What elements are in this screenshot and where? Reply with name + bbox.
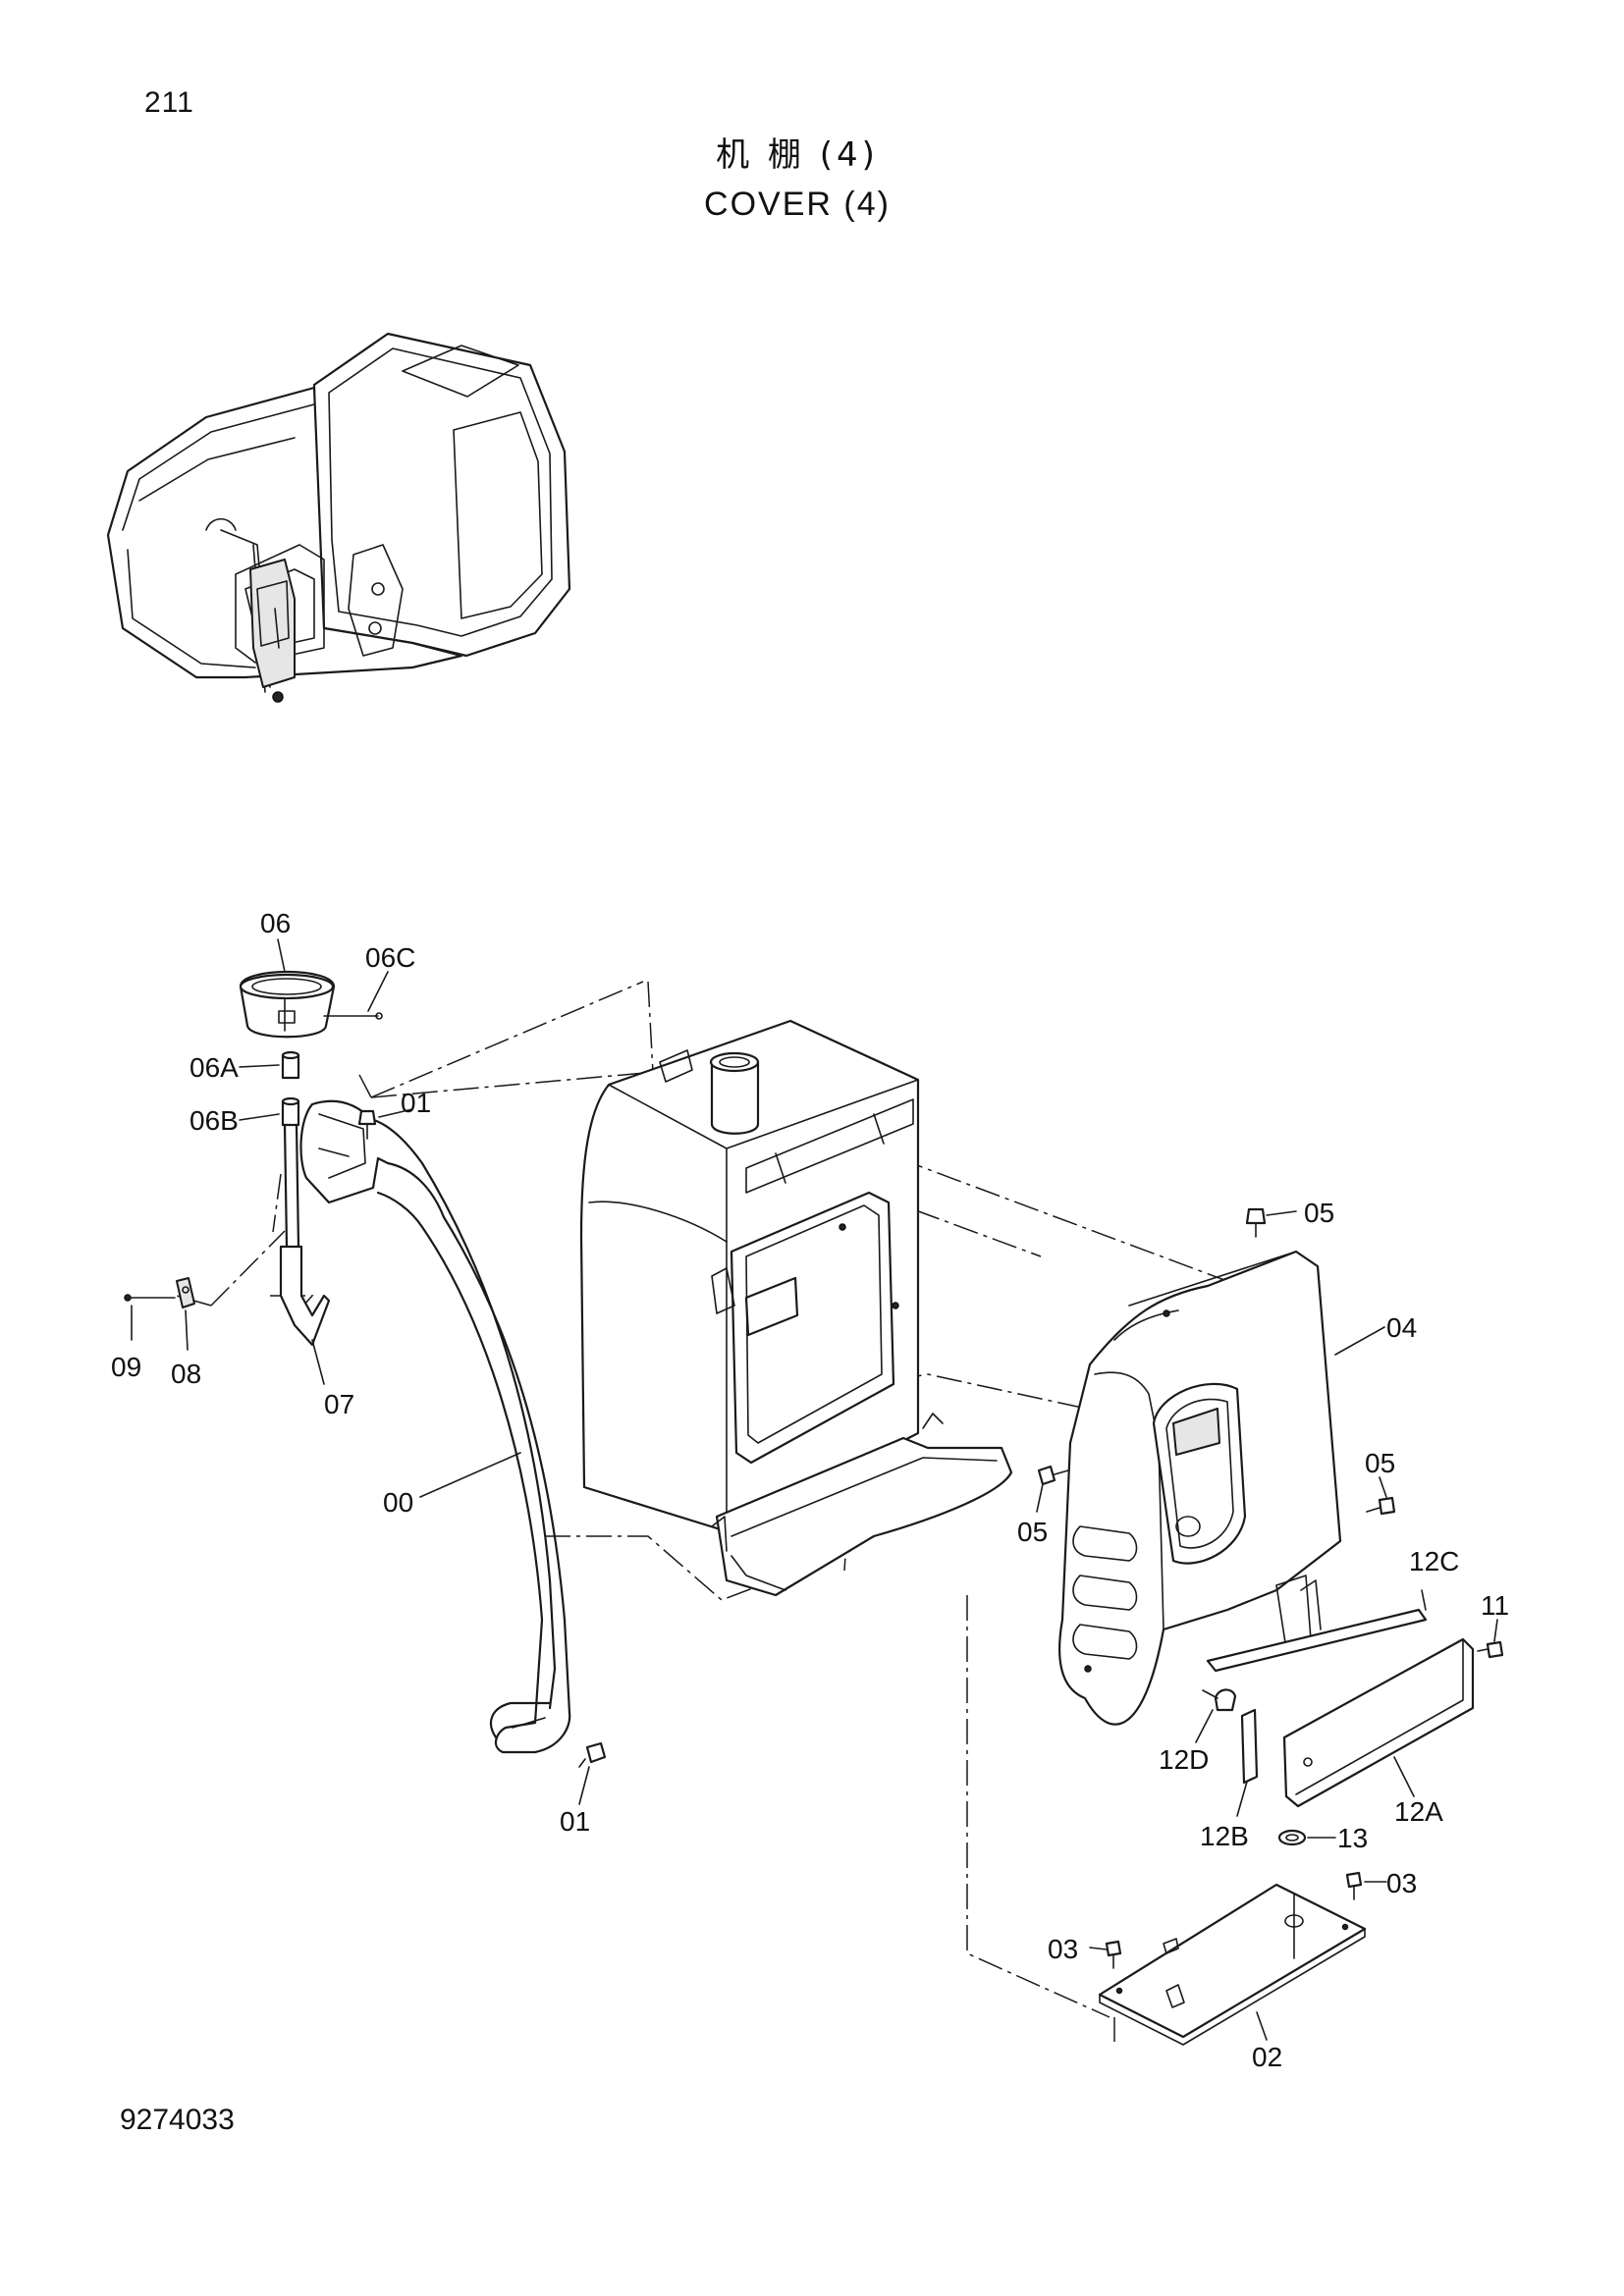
callout-leaders bbox=[131, 938, 1498, 2041]
callout-12A: 12A bbox=[1394, 1796, 1443, 1827]
document-number: 9274033 bbox=[120, 2104, 235, 2136]
bolt-05-left bbox=[1037, 1465, 1069, 1486]
callout-05-right: 05 bbox=[1365, 1448, 1395, 1478]
callout-06A: 06A bbox=[189, 1052, 239, 1083]
callout-01-bottom: 01 bbox=[560, 1806, 590, 1837]
callout-06: 06 bbox=[260, 908, 291, 938]
callout-12C: 12C bbox=[1409, 1546, 1459, 1576]
callout-05-top: 05 bbox=[1304, 1198, 1334, 1228]
part-07-hose bbox=[279, 1123, 331, 1347]
machine-overview-illustration bbox=[106, 332, 571, 703]
bolt-05-top bbox=[1245, 1207, 1267, 1238]
callout-labels: 06 06C 06A 06B 01 09 08 07 00 01 05 04 0… bbox=[111, 908, 1509, 2072]
part-06-filler-cap bbox=[239, 970, 383, 1127]
title-chinese: 机 棚 (4) bbox=[716, 135, 879, 175]
callout-13: 13 bbox=[1337, 1823, 1368, 1853]
callout-11: 11 bbox=[1481, 1590, 1509, 1621]
callout-02: 02 bbox=[1252, 2042, 1282, 2072]
callout-07: 07 bbox=[324, 1389, 354, 1419]
part-12B-strip bbox=[1240, 1708, 1259, 1785]
callout-03-left: 03 bbox=[1048, 1934, 1078, 1964]
callout-12B: 12B bbox=[1200, 1821, 1249, 1851]
callout-08: 08 bbox=[171, 1359, 201, 1389]
part-08-09-clip bbox=[124, 1277, 195, 1308]
callout-06B: 06B bbox=[189, 1105, 239, 1136]
page-number: 211 bbox=[144, 86, 194, 119]
part-13-grommet bbox=[1277, 1829, 1307, 1846]
callout-00: 00 bbox=[383, 1487, 413, 1518]
callout-12D: 12D bbox=[1159, 1744, 1209, 1775]
callout-09: 09 bbox=[111, 1352, 141, 1382]
bolt-05-right bbox=[1366, 1496, 1396, 1516]
part-00-handrail bbox=[299, 1099, 571, 1754]
callout-05-left: 05 bbox=[1017, 1517, 1048, 1547]
fuel-tank bbox=[579, 1019, 1013, 1597]
callout-01-top: 01 bbox=[401, 1088, 431, 1118]
part-04-side-cover bbox=[1058, 1250, 1342, 1726]
callout-04: 04 bbox=[1386, 1312, 1417, 1343]
bolt-03-left bbox=[1105, 1940, 1122, 1969]
callout-06C: 06C bbox=[365, 942, 415, 973]
part-12C-strip bbox=[1206, 1608, 1428, 1673]
part-11-screw bbox=[1477, 1640, 1504, 1659]
part-12D-clip bbox=[1202, 1688, 1237, 1712]
bolt-03-right bbox=[1345, 1871, 1363, 1900]
part-02-bottom-plate bbox=[1098, 1883, 1367, 2046]
bolt-01-bottom bbox=[578, 1741, 607, 1768]
part-12A-panel bbox=[1282, 1637, 1475, 1808]
bolt-01-top bbox=[357, 1109, 377, 1140]
title-english: COVER (4) bbox=[704, 186, 891, 223]
page-title: 机 棚 (4) COVER (4) bbox=[0, 131, 1624, 229]
callout-03-right: 03 bbox=[1386, 1868, 1417, 1898]
